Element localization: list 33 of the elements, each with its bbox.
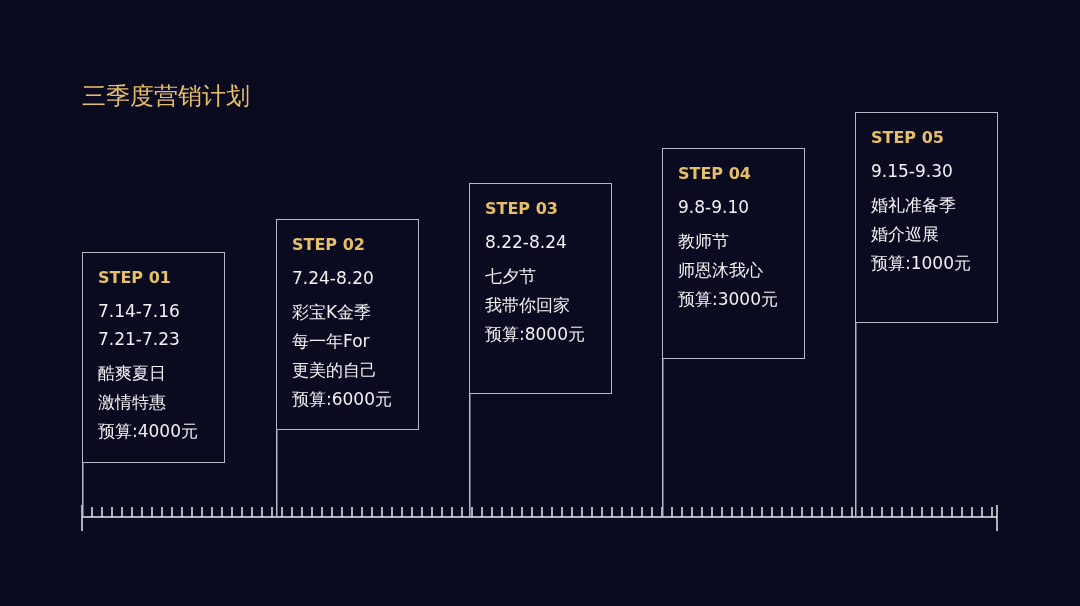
step-card — [276, 219, 419, 430]
step-text: 我带你回家 — [485, 294, 570, 316]
title: 三季度营销计划 — [82, 81, 250, 112]
step-text: 婚介巡展 — [871, 223, 939, 245]
step-text: 教师节 — [678, 230, 729, 252]
step-text: 婚礼准备季 — [871, 194, 956, 216]
step-card — [855, 112, 998, 323]
step-text: 预算:4000元 — [98, 420, 198, 442]
step-text: 预算:6000元 — [292, 388, 392, 410]
step-heading: STEP 04 — [678, 163, 751, 185]
step-card — [82, 252, 225, 463]
step-heading: STEP 02 — [292, 234, 365, 256]
step-text: 酷爽夏日 — [98, 362, 166, 384]
date-range: 9.15-9.30 — [871, 160, 953, 182]
step-card — [469, 183, 612, 394]
step-text: 预算:1000元 — [871, 252, 971, 274]
date-range: 7.21-7.23 — [98, 328, 180, 350]
step-text: 七夕节 — [485, 265, 536, 287]
step-text: 师恩沐我心 — [678, 259, 763, 281]
step-text: 激情特惠 — [98, 391, 166, 413]
step-text: 预算:8000元 — [485, 323, 585, 345]
date-range: 7.14-7.16 — [98, 300, 180, 322]
step-text: 彩宝K金季 — [292, 301, 372, 323]
step-text: 更美的自己 — [292, 359, 377, 381]
date-range: 8.22-8.24 — [485, 231, 567, 253]
step-text: 每一年For — [292, 330, 370, 352]
step-text: 预算:3000元 — [678, 288, 778, 310]
date-range: 7.24-8.20 — [292, 267, 374, 289]
step-card — [662, 148, 805, 359]
step-heading: STEP 03 — [485, 198, 558, 220]
step-heading: STEP 01 — [98, 267, 171, 289]
date-range: 9.8-9.10 — [678, 196, 750, 218]
step-heading: STEP 05 — [871, 127, 944, 149]
